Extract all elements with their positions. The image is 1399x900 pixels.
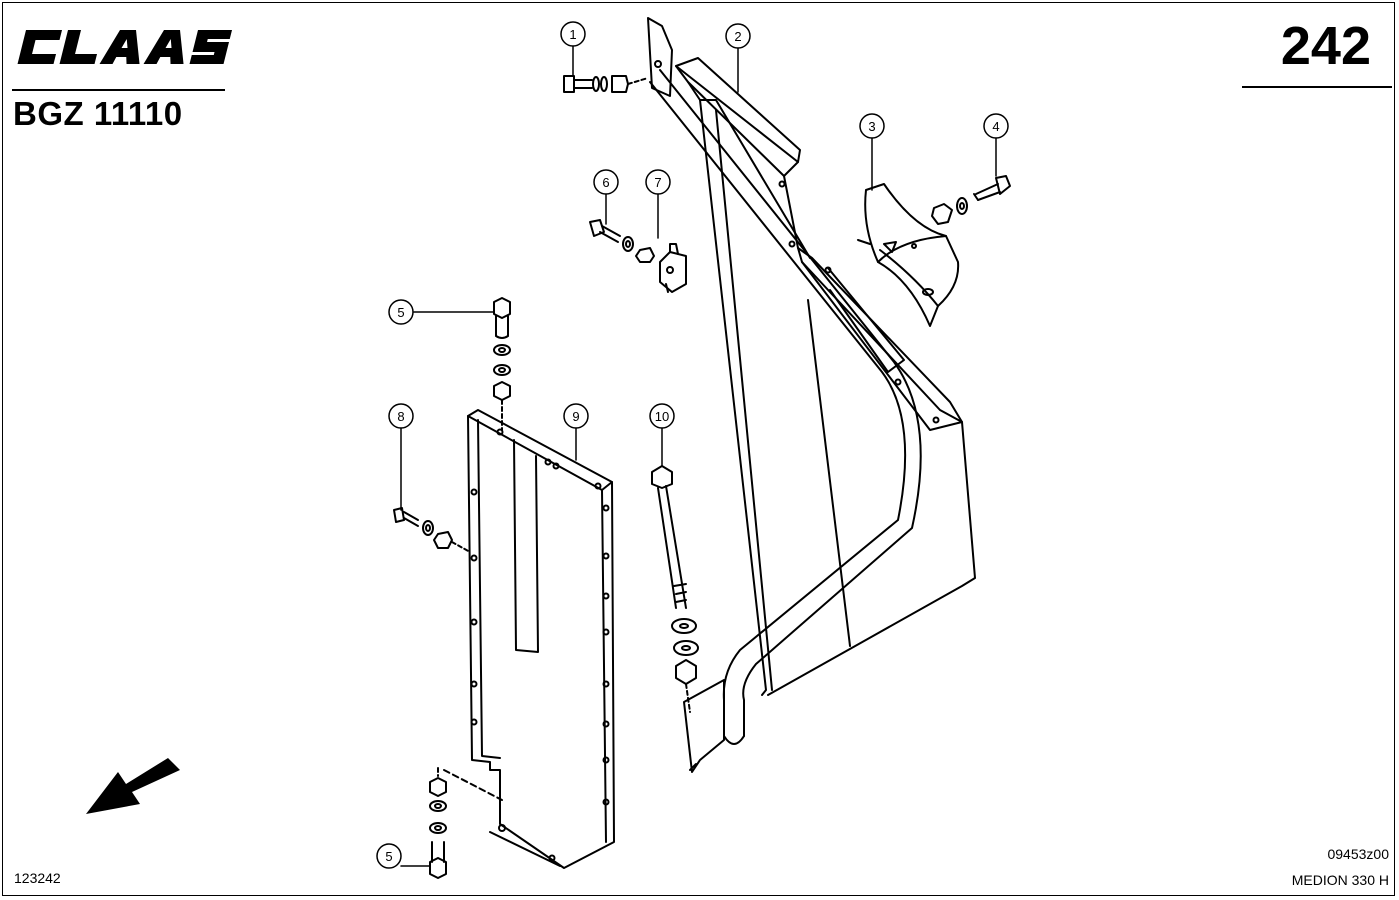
figure-code: 09453z00 (1327, 846, 1389, 862)
bolt-stack-top (493, 297, 511, 431)
small-bracket (659, 243, 687, 293)
direction-arrow-icon (86, 758, 180, 814)
top-bracket (647, 17, 673, 97)
callout-label: 10 (655, 409, 669, 424)
tube-frame (649, 69, 922, 773)
callout-label: 1 (569, 27, 576, 42)
long-bolt-assembly (651, 465, 699, 713)
callout-4: 4 (983, 113, 1009, 139)
callout-5-bottom: 5 (376, 843, 402, 869)
callout-3: 3 (859, 113, 885, 139)
callout-10: 10 (649, 403, 675, 429)
callout-label: 2 (734, 29, 741, 44)
callout-label: 8 (397, 409, 404, 424)
screw-assembly-6 (589, 219, 655, 263)
bolt-assembly-1 (563, 75, 649, 93)
callout-label: 5 (385, 849, 392, 864)
screw-assembly-8 (393, 507, 471, 553)
callout-8: 8 (388, 403, 414, 429)
side-guide-plate (675, 57, 976, 696)
deflector-shoe (857, 183, 960, 327)
callout-1: 1 (560, 21, 586, 47)
document-code: BGZ 11110 (13, 95, 183, 132)
claas-logo (17, 30, 233, 64)
callout-label: 7 (654, 175, 661, 190)
page-rule (1242, 86, 1392, 88)
callout-6: 6 (593, 169, 619, 195)
callout-9: 9 (563, 403, 589, 429)
bolt-stack-bottom (429, 767, 503, 879)
reference-number: 123242 (14, 870, 61, 886)
page-number: 242 (1280, 16, 1371, 76)
callout-label: 9 (572, 409, 579, 424)
callout-7: 7 (645, 169, 671, 195)
callout-label: 5 (397, 305, 404, 320)
inner-panel (467, 409, 615, 869)
title-rule (12, 89, 225, 91)
callout-label: 4 (992, 119, 999, 134)
machine-model: MEDION 330 H (1291, 872, 1389, 888)
leader-lines (400, 45, 997, 867)
callout-label: 3 (868, 119, 875, 134)
callout-label: 6 (602, 175, 609, 190)
screw-assembly-4 (931, 175, 1011, 225)
callout-5-top: 5 (388, 299, 414, 325)
callout-2: 2 (725, 23, 751, 49)
